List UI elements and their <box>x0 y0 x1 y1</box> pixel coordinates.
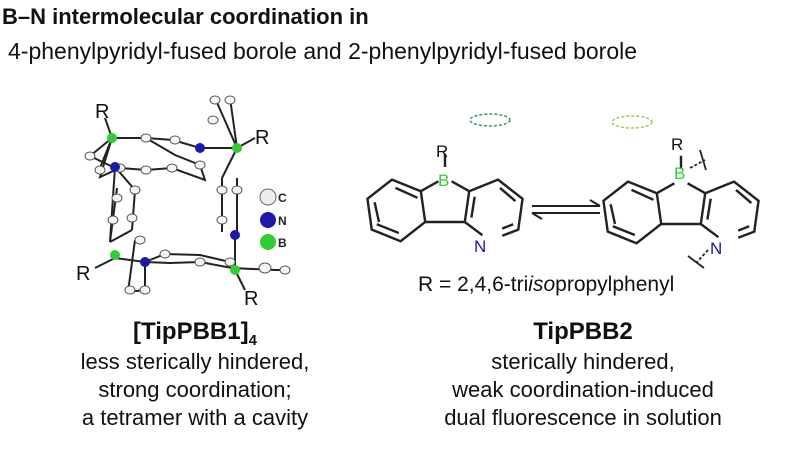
compound-name: [TipPBB1] <box>133 318 249 345</box>
crystal-legend: C N B <box>259 188 287 250</box>
crystal-r-labels: R R R R <box>76 101 269 310</box>
nitrogen-label: N <box>710 239 722 258</box>
right-description: sterically hindered, weak coordination-i… <box>393 348 773 432</box>
r-label: R <box>436 142 448 161</box>
r-group-definition: R = 2,4,6-triisopropylphenyl <box>418 273 674 297</box>
title-line-1: B–N intermolecular coordination in <box>2 4 369 29</box>
r-label: R <box>244 288 258 310</box>
description-line: dual fluorescence in solution <box>444 405 722 430</box>
equilibrium-arrows <box>531 199 601 220</box>
r-label: R <box>95 101 109 123</box>
left-description: less sterically hindered, strong coordin… <box>5 348 385 432</box>
emission-icon-left <box>469 113 511 127</box>
emission-icon-right <box>611 115 653 129</box>
legend-nitrogen-swatch <box>260 212 276 228</box>
legend-carbon-label: C <box>278 191 287 205</box>
left-compound-name: [TipPBB1]4 <box>5 318 385 349</box>
coordination-bond-marks <box>687 149 709 269</box>
title-line-2: 4-phenylpyridyl-fused borole and 2-pheny… <box>8 38 638 64</box>
r-label: R <box>671 135 683 154</box>
boron-label: B <box>438 171 449 190</box>
r-definition-prefix: R = 2,4,6-tri <box>418 273 529 296</box>
description-line: strong coordination; <box>98 377 292 402</box>
nitrogen-label: N <box>474 237 486 256</box>
r-definition-italic: iso <box>528 273 556 296</box>
tippbb2-open-form <box>366 152 524 243</box>
description-line: less sterically hindered, <box>80 349 310 374</box>
right-compound-name: TipPBB2 <box>533 318 633 345</box>
r-definition-suffix: propylphenyl <box>555 273 675 296</box>
r-label: R <box>76 263 90 285</box>
r-label: R <box>255 127 269 149</box>
compound-subscript: 4 <box>248 331 257 349</box>
description-line: a tetramer with a cavity <box>81 405 309 430</box>
legend-boron-label: B <box>278 236 287 250</box>
legend-carbon-swatch <box>259 188 277 206</box>
boron-label: B <box>674 164 685 183</box>
legend-boron-swatch <box>260 234 276 250</box>
legend-nitrogen-label: N <box>278 214 287 228</box>
crystal-structure-tetramer <box>84 95 291 295</box>
description-line: sterically hindered, <box>491 349 675 374</box>
description-line: weak coordination-induced <box>452 377 714 402</box>
